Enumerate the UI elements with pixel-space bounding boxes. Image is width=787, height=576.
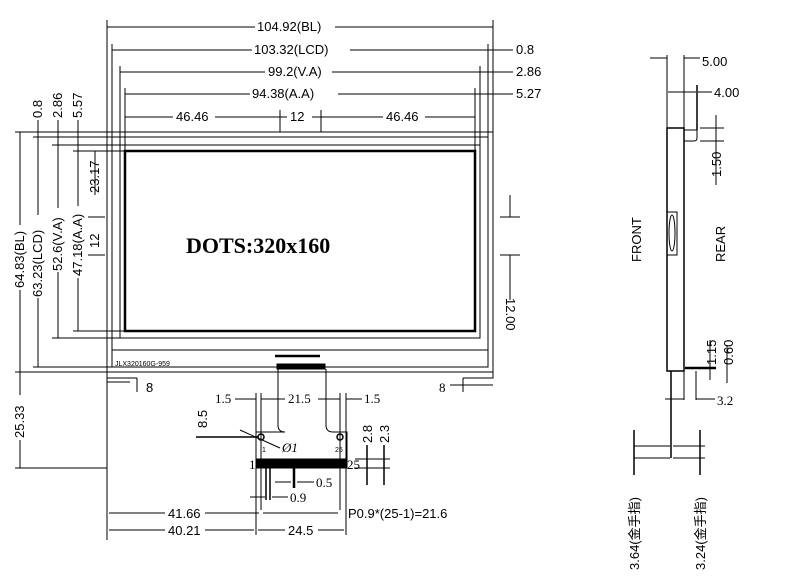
dim-lcd-height: 63.23(LCD): [30, 230, 45, 297]
dim-fpc-margin-left: 1.5: [215, 391, 231, 406]
dim-hole-offset: 8.5: [195, 410, 210, 428]
right-notch: [463, 372, 494, 379]
dim-fpc-2: 0.60: [721, 340, 736, 365]
dim-2-3: 2.3: [377, 425, 392, 443]
dim-gold-finger-1: 3.64(金手指): [627, 497, 642, 570]
dim-va-offset: 2.86: [516, 64, 541, 79]
dots-label: DOTS:320x160: [186, 233, 330, 258]
dim-fpc-width: 24.5: [288, 523, 313, 538]
dim-fpc-1: 1.15: [704, 340, 719, 365]
dim-hole-diameter: Ø1: [281, 440, 298, 455]
side-bracket: [666, 211, 678, 256]
front-label: FRONT: [629, 217, 644, 262]
side-view: 5.00 4.00 1.50 FRONT REAR 1.15 0.60 3.2 …: [627, 54, 739, 570]
right-dimensions: 12.00: [500, 195, 520, 331]
dim-fpc-margin-right: 1.5: [364, 391, 380, 406]
dim-center: 12: [290, 109, 304, 124]
dim-bl-width: 104.92(BL): [257, 19, 321, 34]
left-dimensions: 64.83(BL) 63.23(LCD) 52.6(V.A) 47.18(A.A…: [12, 93, 125, 469]
fpc-area: 1 25 1 25 8 8 1.5 21.5 1.5 8.5 Ø1 2.8 2.…: [106, 354, 493, 540]
dim-lcd-width: 103.32(LCD): [254, 42, 328, 57]
gold-finger-pins: [256, 458, 347, 469]
dim-aa-width: 94.38(A.A): [252, 86, 314, 101]
dim-offset-va: 2.86: [50, 93, 65, 118]
dim-left-offset-2: 40.21: [168, 523, 201, 538]
backlight-outline: [106, 131, 494, 373]
dim-left-notch: 8: [146, 380, 153, 395]
dim-right-center: 12.00: [503, 298, 518, 331]
side-body: [666, 127, 685, 372]
active-area: [123, 149, 477, 333]
dim-tab-height: 1.50: [709, 152, 724, 177]
dim-aa-offset: 5.27: [516, 86, 541, 101]
dim-left-half: 46.46: [176, 109, 209, 124]
rear-label: REAR: [713, 226, 728, 262]
dim-half-v: 23.17: [87, 160, 102, 193]
front-view: DOTS:320x160 JLX320160G-959: [106, 20, 494, 379]
pin-first-top: 1: [262, 447, 266, 454]
dim-left-offset-1: 41.66: [168, 506, 201, 521]
viewing-area: [119, 144, 481, 339]
dim-fpc-bend: 3.2: [717, 393, 733, 408]
dim-right-notch: 8: [439, 380, 446, 395]
left-notch: [106, 372, 137, 379]
dim-fpc-width-inner: 21.5: [288, 391, 311, 406]
dim-offset-lcd: 0.8: [30, 100, 45, 118]
dim-thickness-total: 5.00: [702, 54, 727, 69]
dim-pin-width: 0.5: [316, 475, 332, 490]
dim-lcd-offset: 0.8: [516, 42, 534, 57]
dim-thickness-body: 4.00: [714, 85, 739, 100]
dim-va-height: 52.6(V.A): [50, 217, 65, 271]
model-label: JLX320160G-959: [115, 361, 170, 368]
dim-va-width: 99.2(V.A): [268, 64, 322, 79]
top-dimensions: 104.92(BL) 103.32(LCD) 0.8 99.2(V.A) 2.8…: [107, 19, 541, 124]
dim-bl-height: 64.83(BL): [12, 231, 27, 288]
dim-pin-pitch: 0.9: [290, 490, 306, 505]
dim-2-8: 2.8: [360, 425, 375, 443]
dim-offset-aa: 5.57: [70, 93, 85, 118]
dim-gold-finger-2: 3.24(金手指): [693, 497, 708, 570]
pin-last-top: 25: [335, 447, 343, 454]
dim-aa-height: 47.18(A.A): [70, 214, 85, 276]
dim-right-half: 46.46: [386, 109, 419, 124]
dim-center-v: 12: [87, 234, 102, 248]
pin-first: 1: [249, 457, 256, 472]
dim-fpc-length: 25.33: [12, 405, 27, 438]
dim-pitch-formula: P0.9*(25-1)=21.6: [348, 506, 447, 521]
